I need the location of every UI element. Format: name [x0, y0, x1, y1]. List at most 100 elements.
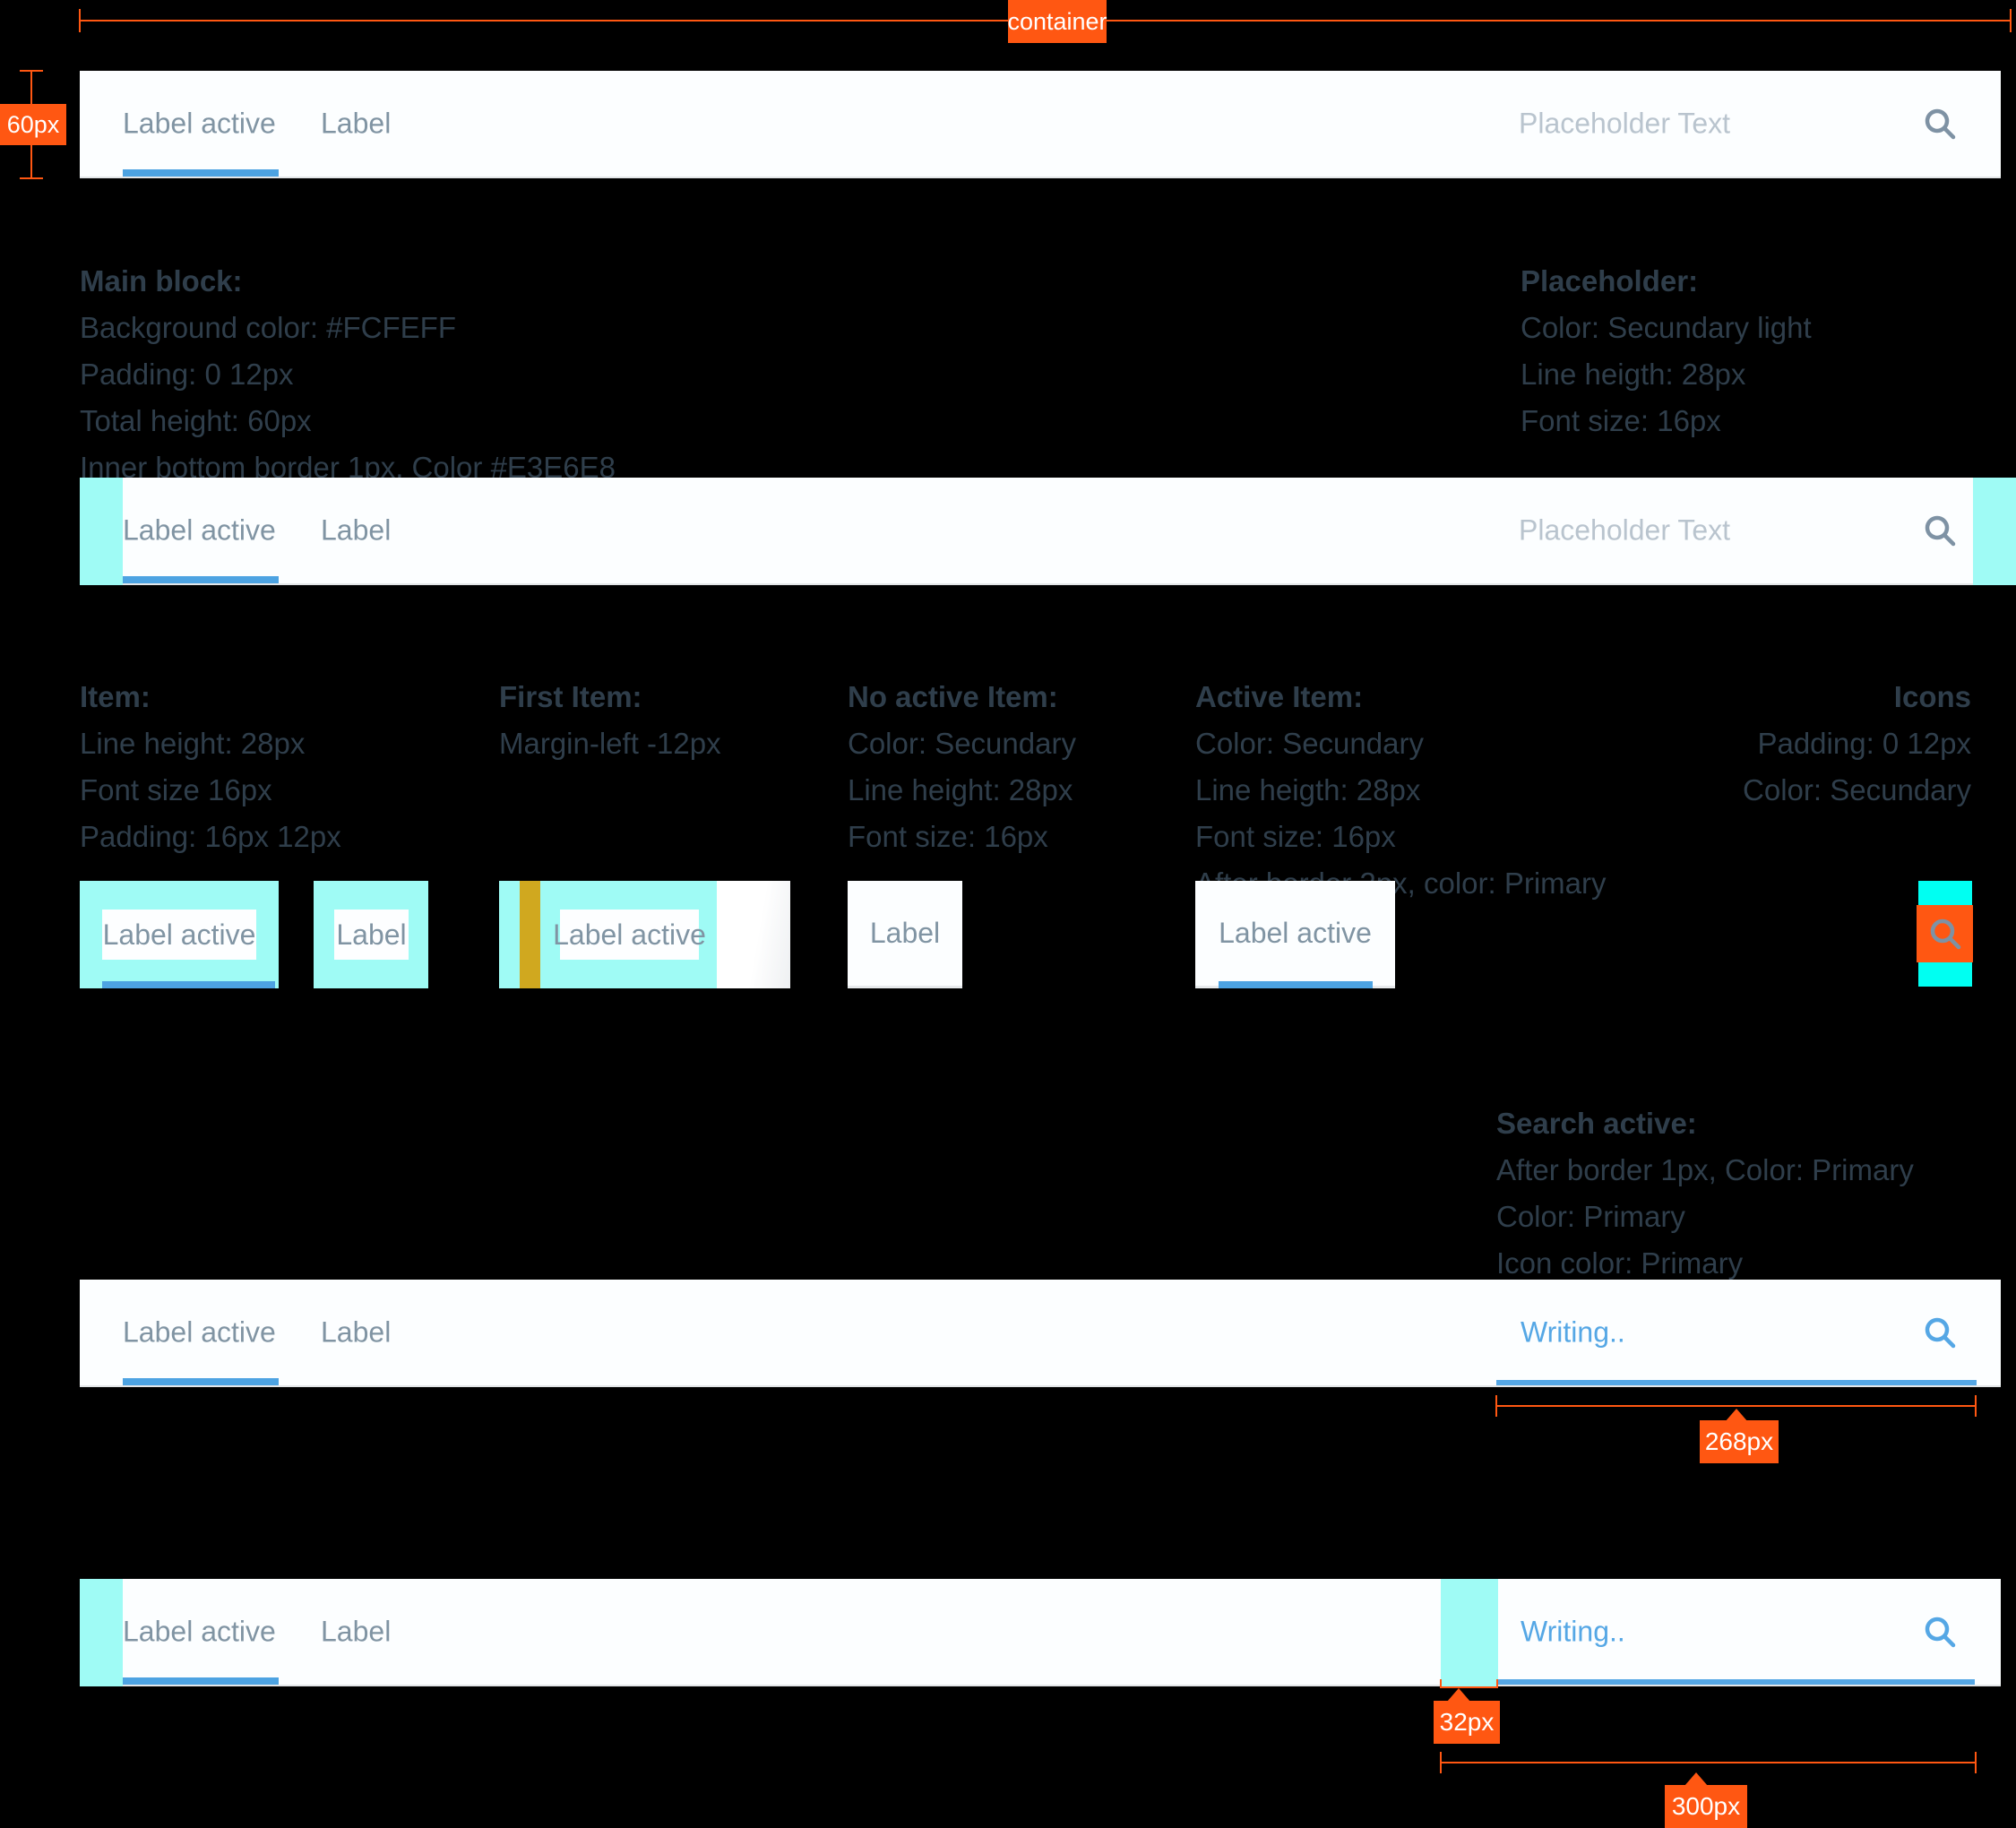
container-measure-badge: container	[1007, 0, 1107, 43]
icon-top-padding-highlight	[1918, 881, 1972, 905]
search-active-spec-title: Search active:	[1496, 1107, 1697, 1140]
spec-line: Line heigth: 28px	[1521, 358, 1746, 391]
spec-line: Font size: 16px	[848, 820, 1048, 853]
navbar-padding-highlight: Label active Label Placeholder Text	[80, 478, 2016, 585]
icon-hit-area	[1917, 905, 1973, 962]
spec-line: Padding: 16px 12px	[80, 820, 341, 853]
item-content-box: Label active	[102, 910, 256, 960]
no-active-item-spec: No active Item: Color: Secundary Line he…	[848, 674, 1076, 860]
search-total-tick-right	[1975, 1752, 1977, 1773]
icon-block-badge: 32px	[1434, 1701, 1500, 1744]
spec-line: Total height: 60px	[80, 404, 312, 437]
search-input-value[interactable]: Writing..	[1521, 1615, 1625, 1648]
spec-line: After border 1px, Color: Primary	[1496, 1153, 1914, 1186]
spec-line: Color: Secundary light	[1521, 311, 1812, 344]
tab-label-active[interactable]: Label active	[123, 107, 276, 140]
icon-block-tick-right	[1496, 1679, 1498, 1688]
spec-line: Icon color: Primary	[1496, 1246, 1744, 1280]
tab-label-active[interactable]: Label active	[123, 1615, 276, 1648]
height-measure-badge: 60px	[0, 104, 66, 145]
badge-pointer	[1725, 1409, 1748, 1422]
navbar-search-active-highlight: Label active Label Writing..	[80, 1579, 2001, 1686]
active-item-spec: Active Item: Color: Secundary Line heigt…	[1195, 674, 1607, 907]
search-active-underline	[1496, 1380, 1977, 1385]
active-tab-underline	[102, 981, 275, 988]
placeholder-spec: Placeholder: Color: Secundary light Line…	[1521, 258, 1812, 444]
spec-line: Font size: 16px	[1195, 820, 1396, 853]
search-total-tick-left	[1440, 1752, 1442, 1773]
spec-line: Color: Secundary	[848, 727, 1076, 760]
no-active-item-demo: Label	[848, 881, 962, 988]
negative-margin-overlap	[520, 881, 540, 988]
container-measure-tick-right	[2010, 9, 2012, 32]
main-block-spec-title: Main block:	[80, 264, 243, 297]
item-content-box: Label	[334, 910, 409, 960]
container-padding-highlight	[499, 881, 520, 988]
icon-padding-demo	[1917, 881, 1973, 988]
spec-line: Padding: 0 12px	[80, 358, 294, 391]
tab-label[interactable]: Label	[321, 107, 392, 140]
icon-block-label: 32px	[1439, 1708, 1495, 1736]
spec-line: Font size: 16px	[1521, 404, 1721, 437]
active-tab-underline	[1219, 981, 1373, 988]
active-tab-underline	[123, 1378, 279, 1385]
badge-pointer	[1684, 1772, 1708, 1786]
item-padding-demo-active: Label active	[80, 881, 279, 988]
first-item-margin-demo: Label active	[499, 881, 790, 988]
spec-line: Line heigth: 28px	[1195, 773, 1421, 806]
left-padding-highlight	[80, 478, 123, 585]
spec-line: Font size 16px	[80, 773, 272, 806]
search-width-label: 268px	[1704, 1427, 1774, 1455]
active-tab-underline	[123, 576, 279, 583]
search-total-measure-line	[1441, 1762, 1977, 1763]
badge-pointer	[1447, 1688, 1470, 1702]
search-total-badge: 300px	[1665, 1785, 1747, 1828]
item-spec: Item: Line height: 28px Font size 16px P…	[80, 674, 341, 860]
tab-label-active[interactable]: Label active	[123, 513, 276, 547]
tab-label-active[interactable]: Label active	[123, 1315, 276, 1349]
search-icon[interactable]	[1921, 1613, 1959, 1651]
search-input-placeholder[interactable]: Placeholder Text	[1519, 107, 1730, 140]
item-label: Label	[869, 917, 941, 949]
spec-line: Margin-left -12px	[499, 727, 721, 760]
height-measure-tick-bottom	[20, 177, 43, 179]
search-total-label: 300px	[1671, 1792, 1741, 1820]
icon-block-tick-left	[1440, 1679, 1442, 1688]
spec-line: Color: Primary	[1496, 1200, 1685, 1233]
search-input-value[interactable]: Writing..	[1521, 1315, 1625, 1349]
height-measure-tick-top	[20, 70, 43, 72]
tab-label[interactable]: Label	[321, 1315, 392, 1349]
spec-line: Color: Secundary	[1195, 727, 1424, 760]
icon-block-measure-line	[1441, 1686, 1498, 1688]
search-width-badge: 268px	[1700, 1420, 1779, 1463]
navbar-default: Label active Label Placeholder Text	[80, 71, 2001, 178]
container-measure-tick-left	[79, 9, 81, 32]
search-active-underline	[1498, 1679, 1975, 1685]
search-width-tick-right	[1975, 1395, 1977, 1417]
active-tab-underline	[123, 1677, 279, 1685]
main-block-spec: Main block: Background color: #FCFEFF Pa…	[80, 258, 616, 491]
spec-line: Line height: 28px	[80, 727, 306, 760]
tab-label[interactable]: Label	[321, 1615, 392, 1648]
search-icon[interactable]	[1921, 512, 1959, 549]
next-item-area	[717, 881, 790, 988]
item-padding-demo: Label	[314, 881, 428, 988]
height-measure-label: 60px	[6, 110, 60, 138]
search-icon[interactable]	[1921, 1314, 1959, 1351]
search-icon[interactable]	[1921, 105, 1959, 142]
item-content-box: Label active	[553, 910, 706, 960]
search-width-measure-line	[1496, 1405, 1977, 1407]
tab-label[interactable]: Label	[321, 513, 392, 547]
left-padding-highlight	[80, 1579, 123, 1686]
spec-line: Color: Secundary	[1743, 773, 1971, 806]
search-input-placeholder[interactable]: Placeholder Text	[1519, 513, 1730, 547]
icon-bottom-padding-highlight	[1918, 962, 1972, 987]
navbar-search-active: Label active Label Writing..	[80, 1280, 2001, 1387]
container-measure-label: container	[1007, 7, 1107, 35]
search-active-spec: Search active: After border 1px, Color: …	[1496, 1100, 1914, 1287]
no-active-item-spec-title: No active Item:	[848, 680, 1058, 713]
icons-spec-title: Icons	[1893, 680, 1971, 713]
item-spec-title: Item:	[80, 680, 151, 713]
search-icon-space-highlight	[1441, 1579, 1498, 1686]
